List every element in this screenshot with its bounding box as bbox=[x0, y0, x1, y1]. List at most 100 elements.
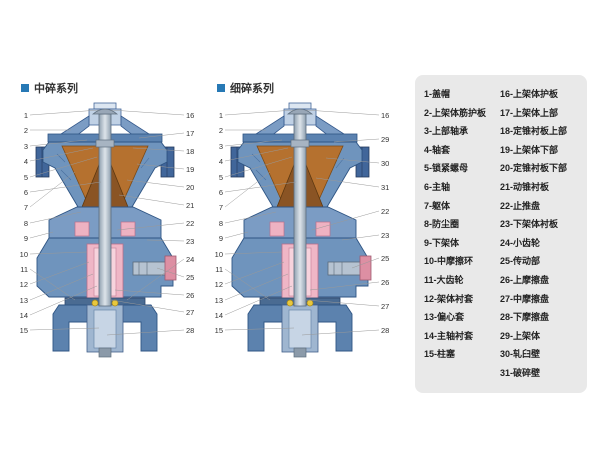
callout-number: 19 bbox=[186, 165, 194, 174]
legend-item: 30-轧臼壁 bbox=[500, 349, 541, 360]
medium-series-drawing: 1 2 3 4 5 6 7 8 9 10 11 12 13 14 15 16 1… bbox=[20, 102, 195, 358]
legend-item: 27-中摩擦盘 bbox=[500, 293, 550, 304]
callout-number: 17 bbox=[186, 129, 194, 138]
callout-number: 10 bbox=[20, 250, 28, 259]
callout-number: 11 bbox=[20, 265, 28, 274]
callout-number: 27 bbox=[381, 302, 389, 311]
legend-item: 4-轴套 bbox=[424, 144, 451, 155]
callout-number: 21 bbox=[186, 201, 194, 210]
crusher-cross-section-illustration bbox=[35, 102, 177, 358]
legend-item: 3-上部轴承 bbox=[424, 126, 469, 137]
callout-number: 22 bbox=[186, 219, 194, 228]
callout-number: 9 bbox=[219, 234, 223, 243]
callout-number: 5 bbox=[24, 173, 28, 182]
callout-number: 3 bbox=[24, 142, 28, 151]
legend-item: 14-主轴衬套 bbox=[424, 330, 474, 341]
callout-number: 28 bbox=[186, 326, 194, 335]
callout-number: 26 bbox=[381, 278, 389, 287]
legend-item: 24-小齿轮 bbox=[500, 237, 541, 248]
callout-number: 2 bbox=[219, 126, 223, 135]
fine-series-drawing: 1 2 3 4 5 6 7 8 9 10 11 12 13 14 15 16 2… bbox=[215, 102, 390, 358]
callout-number: 14 bbox=[215, 311, 223, 320]
callout-number: 11 bbox=[215, 265, 223, 274]
section-title-fine: 细碎系列 bbox=[230, 83, 274, 95]
callout-number: 6 bbox=[24, 188, 28, 197]
callout-number: 23 bbox=[381, 231, 389, 240]
section-title-medium: 中碎系列 bbox=[34, 83, 78, 95]
callout-number: 13 bbox=[215, 296, 223, 305]
legend-item: 17-上架体上部 bbox=[500, 107, 559, 118]
callout-number: 16 bbox=[381, 111, 389, 120]
legend-item: 29-上架体 bbox=[500, 330, 541, 341]
callout-number: 31 bbox=[381, 183, 389, 192]
diagram-medium-series: 1 2 3 4 5 6 7 8 9 10 11 12 13 14 15 16 1… bbox=[15, 100, 200, 365]
legend-item: 26-上摩擦盘 bbox=[500, 274, 550, 285]
callout-number: 4 bbox=[24, 157, 28, 166]
legend-item: 12-架体衬套 bbox=[424, 293, 474, 304]
callout-number: 29 bbox=[381, 135, 389, 144]
legend-item: 31-破碎壁 bbox=[500, 367, 541, 378]
callout-number: 23 bbox=[186, 237, 194, 246]
legend-column-1: 1-盖帽 2-上架体筋护板 3-上部轴承 4-轴套 5-锁紧螺母 6-主轴 7-… bbox=[424, 85, 500, 383]
callout-number: 15 bbox=[20, 326, 28, 335]
callout-number: 1 bbox=[219, 111, 223, 120]
legend-item: 1-盖帽 bbox=[424, 89, 451, 99]
legend-item: 15-柱塞 bbox=[424, 349, 456, 360]
legend-item: 10-中摩擦环 bbox=[424, 256, 474, 267]
callout-number: 5 bbox=[219, 173, 223, 182]
callout-number: 7 bbox=[219, 203, 223, 212]
legend-item: 6-主轴 bbox=[424, 181, 451, 192]
legend-item: 22-止推盘 bbox=[500, 200, 541, 211]
callout-number: 24 bbox=[186, 255, 194, 264]
callout-number: 9 bbox=[24, 234, 28, 243]
callout-numbers: 1 2 3 4 5 6 7 8 9 10 11 12 13 14 15 16 1… bbox=[20, 111, 195, 335]
callout-number: 27 bbox=[186, 308, 194, 317]
callout-number: 6 bbox=[219, 188, 223, 197]
callout-number: 28 bbox=[381, 326, 389, 335]
callout-number: 2 bbox=[24, 126, 28, 135]
legend-column-2: 16-上架体护板 17-上架体上部 18-定锥衬板上部 19-上架体下部 20-… bbox=[500, 85, 583, 383]
section-header-fine-series: 细碎系列 bbox=[217, 80, 274, 96]
legend-item: 5-锁紧螺母 bbox=[424, 163, 469, 174]
legend-item: 23-下架体衬板 bbox=[500, 219, 559, 230]
legend-item: 25-传动部 bbox=[500, 256, 541, 267]
callout-number: 8 bbox=[24, 219, 28, 228]
section-header-medium-series: 中碎系列 bbox=[21, 80, 78, 96]
legend-item: 16-上架体护板 bbox=[500, 89, 559, 99]
callout-number: 16 bbox=[186, 111, 194, 120]
legend-item: 2-上架体筋护板 bbox=[424, 107, 487, 118]
leader-lines bbox=[224, 109, 380, 336]
legend-panel: 1-盖帽 2-上架体筋护板 3-上部轴承 4-轴套 5-锁紧螺母 6-主轴 7-… bbox=[415, 75, 587, 393]
callout-number: 26 bbox=[186, 291, 194, 300]
callout-number: 4 bbox=[219, 157, 223, 166]
callout-number: 25 bbox=[381, 254, 389, 263]
callout-number: 12 bbox=[20, 280, 28, 289]
callout-number: 7 bbox=[24, 203, 28, 212]
diagram-fine-series: 1 2 3 4 5 6 7 8 9 10 11 12 13 14 15 16 2… bbox=[210, 100, 395, 365]
legend-item: 11-大齿轮 bbox=[424, 274, 464, 285]
callout-number: 1 bbox=[24, 111, 28, 120]
legend-item: 20-定锥衬板下部 bbox=[500, 163, 568, 174]
callout-number: 30 bbox=[381, 159, 389, 168]
callout-number: 18 bbox=[186, 147, 194, 156]
callout-number: 22 bbox=[381, 207, 389, 216]
callout-number: 25 bbox=[186, 273, 194, 282]
callout-number: 13 bbox=[20, 296, 28, 305]
callout-number: 20 bbox=[186, 183, 194, 192]
legend-item: 28-下摩擦盘 bbox=[500, 312, 550, 323]
legend-item: 21-动锥衬板 bbox=[500, 181, 550, 192]
callout-number: 3 bbox=[219, 142, 223, 151]
legend-item: 19-上架体下部 bbox=[500, 144, 559, 155]
callout-numbers: 1 2 3 4 5 6 7 8 9 10 11 12 13 14 15 16 2… bbox=[215, 111, 390, 335]
legend-item: 8-防尘圈 bbox=[424, 219, 460, 230]
section-bullet-icon bbox=[217, 84, 225, 92]
legend-item: 7-躯体 bbox=[424, 200, 451, 211]
leader-lines bbox=[29, 109, 185, 336]
callout-number: 12 bbox=[215, 280, 223, 289]
section-bullet-icon bbox=[21, 84, 29, 92]
legend-item: 9-下架体 bbox=[424, 237, 460, 248]
callout-number: 10 bbox=[215, 250, 223, 259]
legend-item: 18-定锥衬板上部 bbox=[500, 126, 568, 137]
callout-number: 14 bbox=[20, 311, 28, 320]
